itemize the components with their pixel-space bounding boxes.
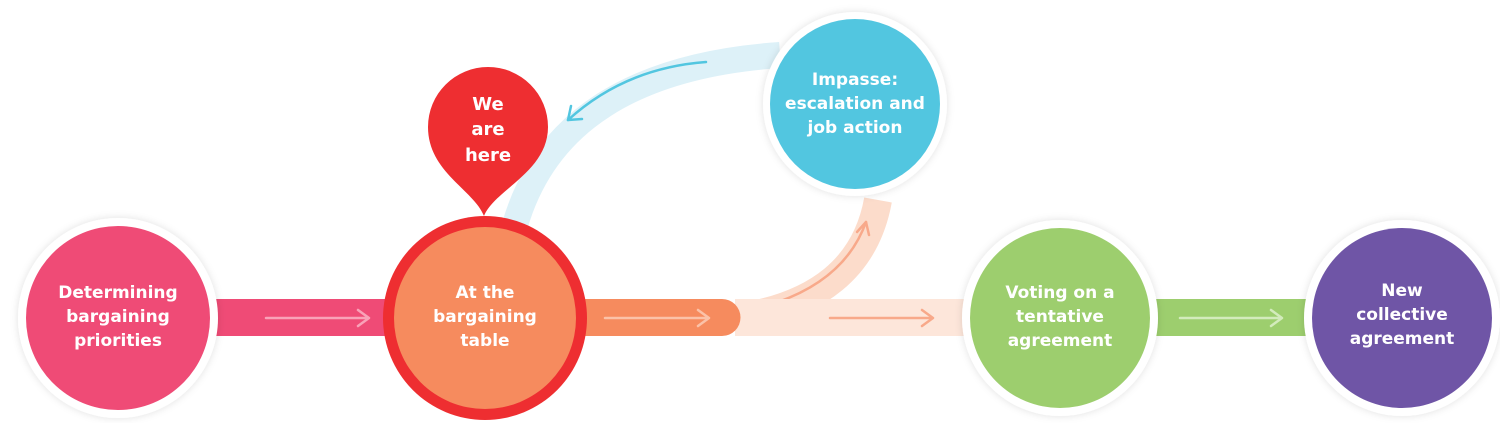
step-new-agreement-circle	[1304, 220, 1500, 416]
return-arc-arrow	[566, 60, 708, 122]
step-bargaining-table-label: At the bargaining table	[433, 283, 537, 351]
step-determining-label: Determining bargaining priorities	[58, 283, 178, 351]
step-voting-circle	[962, 220, 1158, 416]
bargaining-to-voting-arrow	[828, 308, 935, 328]
return-arc-connector	[502, 42, 781, 229]
step-impasse-label: Impasse: escalation and job action	[785, 70, 925, 138]
voting-to-new-agreement-arrow	[1178, 308, 1284, 328]
determining-to-bargaining-arrow	[264, 308, 371, 328]
step-voting-label: Voting on a tentative agreement	[1005, 283, 1115, 351]
we-are-here-label: We are here	[464, 94, 512, 166]
step-bargaining-table-circle	[383, 216, 587, 420]
step-new-agreement-label: New collective agreement	[1349, 281, 1455, 349]
location-pin-marker	[428, 67, 548, 216]
bargaining-outgoing-arrow	[603, 308, 711, 328]
escalation-arc-arrow	[776, 220, 871, 304]
step-determining-circle	[18, 218, 218, 418]
step-impasse-circle	[763, 12, 947, 196]
